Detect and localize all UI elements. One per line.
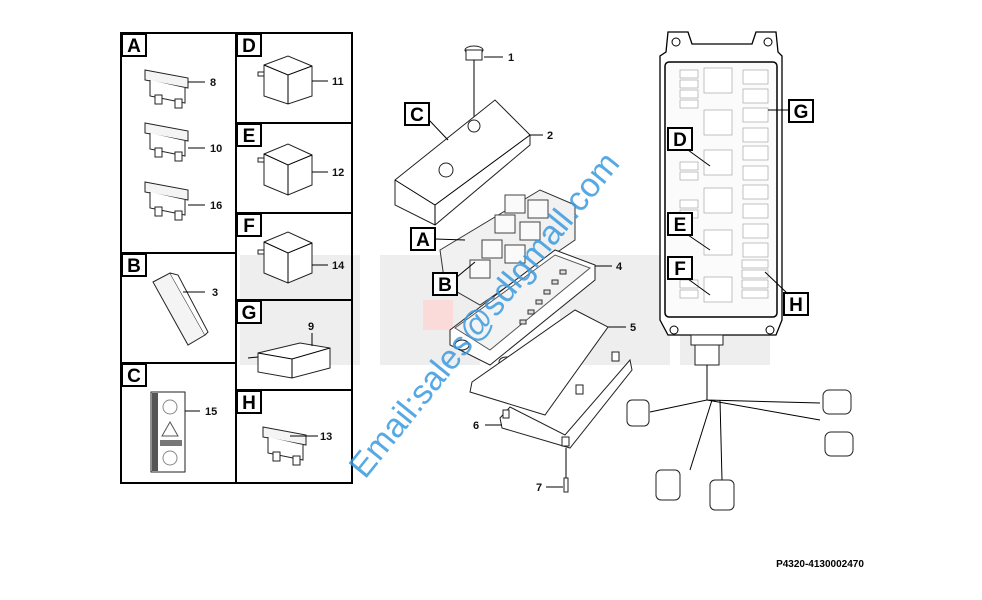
- screw-7: 7: [536, 448, 569, 494]
- panel-a: A 8 10 16: [121, 33, 222, 221]
- panel-f: F 14: [236, 213, 345, 284]
- callout-15: 15: [205, 406, 217, 418]
- layout-letter-d: D: [667, 127, 711, 167]
- letter: A: [416, 230, 430, 251]
- fusebox-layout: G D E F H: [626, 31, 854, 511]
- letter: G: [794, 102, 809, 123]
- callout-16: 16: [210, 200, 222, 212]
- callout-4: 4: [616, 261, 623, 273]
- panel-d: D 11: [236, 33, 344, 105]
- module-9: 9: [247, 321, 331, 379]
- callout-2: 2: [547, 130, 553, 142]
- layout-letter-e: E: [667, 212, 711, 251]
- callout-1: 1: [508, 52, 514, 64]
- plate-6: 6: [473, 351, 633, 449]
- callout-letter-a: A: [410, 227, 466, 251]
- knob-1: 1: [464, 45, 514, 122]
- relay-14: 14: [257, 231, 345, 284]
- layout-letter-f: F: [667, 256, 711, 296]
- relay-12: 12: [257, 143, 344, 196]
- relay-11: 11: [257, 55, 344, 105]
- panel-letter: C: [127, 366, 141, 387]
- gasket-5: 5: [469, 309, 636, 416]
- exploded-fusebox: 1 2: [394, 45, 636, 494]
- callout-10: 10: [210, 143, 222, 155]
- fuse-puller-3: 3: [152, 272, 218, 346]
- callout-9: 9: [308, 321, 314, 333]
- callout-14: 14: [332, 260, 345, 272]
- letter: D: [673, 130, 687, 151]
- relays-stack: [439, 189, 576, 306]
- callout-8: 8: [210, 77, 216, 89]
- callout-11: 11: [332, 76, 344, 88]
- connector-plugs: [626, 389, 854, 511]
- label-sticker-15: 15: [150, 391, 217, 473]
- panel-letter: D: [242, 36, 256, 57]
- callout-12: 12: [332, 167, 344, 179]
- fuse-10: 10: [144, 122, 222, 162]
- callout-letter-c: C: [404, 102, 449, 141]
- panel-letter: E: [243, 126, 256, 147]
- panel-letter: F: [243, 216, 255, 237]
- panel-letter: A: [127, 36, 141, 57]
- letter: C: [410, 105, 424, 126]
- callout-13: 13: [320, 431, 332, 443]
- letter: E: [674, 215, 687, 236]
- panel-c: C 15: [121, 363, 217, 473]
- panel-b: B 3: [121, 253, 218, 346]
- layout-letter-g: G: [768, 99, 814, 123]
- panel-h: H 13: [236, 390, 332, 466]
- callout-3: 3: [212, 287, 218, 299]
- letter: F: [674, 259, 686, 280]
- fuse-13: 13: [262, 426, 332, 466]
- letter: B: [438, 275, 452, 296]
- base-4: 4: [449, 249, 623, 368]
- callout-5: 5: [630, 322, 636, 334]
- fuse-8: 8: [144, 69, 216, 109]
- panel-letter: H: [242, 393, 256, 414]
- part-code: P4320-4130002470: [776, 559, 864, 570]
- panel-e: E 12: [236, 123, 344, 196]
- callout-letter-b: B: [432, 261, 476, 296]
- panel-letter: B: [127, 256, 141, 277]
- layout-letter-h: H: [764, 271, 809, 316]
- letter: H: [789, 295, 803, 316]
- callout-7: 7: [536, 482, 542, 494]
- cover-2: 2: [394, 99, 553, 226]
- panel-letter: G: [242, 303, 257, 324]
- panel-g: G 9: [236, 300, 331, 379]
- callout-6: 6: [473, 420, 479, 432]
- fuse-16: 16: [144, 181, 222, 221]
